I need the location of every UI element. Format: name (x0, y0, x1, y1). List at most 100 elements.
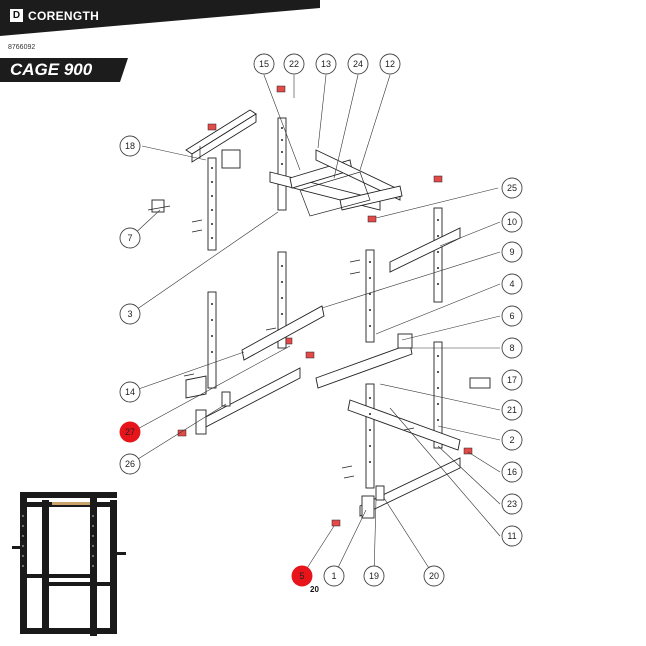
callout-17: 17 (501, 369, 523, 391)
callout-number: 6 (509, 311, 514, 321)
callout-26: 26 (119, 453, 141, 475)
callout-circle (323, 565, 345, 587)
callout-5: 5 (291, 565, 313, 587)
callout-number: 26 (125, 459, 135, 469)
reference-number: 8766092 (8, 44, 36, 51)
callout-12: 12 (379, 53, 401, 75)
callout-number: 17 (507, 375, 517, 385)
callout-circle (379, 53, 401, 75)
callout-circle (283, 53, 305, 75)
right-frame-part (315, 333, 491, 489)
callout-circle (501, 337, 523, 359)
callout-27: 27 (119, 421, 141, 443)
callout-circle (363, 565, 385, 587)
upright-holes (211, 167, 213, 239)
title-band (0, 58, 128, 82)
callout-circle (501, 461, 523, 483)
callout-circle (119, 453, 141, 475)
callout-number: 24 (353, 59, 363, 69)
part-20-quantity-label: 20 (310, 585, 319, 594)
callout-circle (501, 429, 523, 451)
callout-circle (501, 493, 523, 515)
callout-circle (119, 303, 141, 325)
callout-number: 10 (507, 217, 517, 227)
callout-19: 19 (363, 565, 385, 587)
callout-circle (315, 53, 337, 75)
callout-number: 11 (507, 531, 516, 541)
callout-number: 7 (127, 233, 132, 243)
pullup-bar-part (185, 109, 257, 169)
callout-18: 18 (119, 135, 141, 157)
callout-8: 8 (501, 337, 523, 359)
callout-number: 3 (127, 309, 132, 319)
j-hook-part (147, 199, 171, 213)
callout-number: 14 (125, 387, 135, 397)
callout-13: 13 (315, 53, 337, 75)
callout-number: 18 (125, 141, 135, 151)
callout-number: 1 (331, 571, 336, 581)
callout-7: 7 (119, 227, 141, 249)
callout-circle (119, 381, 141, 403)
callout-number: 15 (259, 59, 269, 69)
callout-number: 2 (509, 435, 514, 445)
callout-circle (501, 273, 523, 295)
brand-logo-mark: D (10, 9, 23, 22)
callout-number: 19 (369, 571, 379, 581)
callout-25: 25 (501, 177, 523, 199)
callout-circle (119, 421, 141, 443)
callout-circle (501, 525, 523, 547)
header-band (0, 0, 320, 36)
callout-number: 22 (289, 59, 299, 69)
bottom-base-part (331, 457, 461, 527)
callout-9: 9 (501, 241, 523, 263)
callout-circle (119, 227, 141, 249)
callout-14: 14 (119, 381, 141, 403)
callout-number: 8 (509, 343, 514, 353)
callout-2: 2 (501, 429, 523, 451)
top-frame-part (269, 85, 443, 223)
callout-4: 4 (501, 273, 523, 295)
callout-16: 16 (501, 461, 523, 483)
callouts: 15 22 13 24 12 18 25 7 10 9 4 3 6 8 17 14 21 27 2 26 16 23 11 5… (119, 53, 523, 587)
callout-circle (501, 241, 523, 263)
product-photo (12, 492, 126, 636)
callout-circle (291, 565, 313, 587)
callout-1: 1 (323, 565, 345, 587)
callout-20: 20 (423, 565, 445, 587)
callout-circle (501, 305, 523, 327)
callout-24: 24 (347, 53, 369, 75)
callout-number: 23 (507, 499, 517, 509)
callout-number: 12 (385, 59, 395, 69)
callout-number: 20 (429, 571, 439, 581)
callout-circle (501, 369, 523, 391)
callout-15: 15 (253, 53, 275, 75)
callout-22: 22 (283, 53, 305, 75)
middle-upright-part (365, 249, 375, 343)
callout-number: 5 (299, 571, 304, 581)
callout-number: 9 (509, 247, 514, 257)
callout-number: 13 (321, 59, 331, 69)
callout-circle (501, 211, 523, 233)
callout-11: 11 (501, 525, 523, 547)
callout-number: 16 (507, 467, 517, 477)
left-frame-part (185, 251, 325, 399)
callout-circle (347, 53, 369, 75)
brand-name: CORENGTH (28, 9, 100, 23)
callout-10: 10 (501, 211, 523, 233)
callout-3: 3 (119, 303, 141, 325)
callout-circle (253, 53, 275, 75)
callout-circle (501, 399, 523, 421)
right-upright-part (389, 207, 461, 303)
callout-number: 21 (507, 405, 517, 415)
product-title: CAGE 900 (10, 60, 93, 79)
callout-6: 6 (501, 305, 523, 327)
callout-circle (501, 177, 523, 199)
callout-number: 27 (125, 427, 135, 437)
callout-23: 23 (501, 493, 523, 515)
upright-post (207, 157, 217, 251)
callout-number: 25 (507, 183, 517, 193)
callout-number: 4 (509, 279, 514, 289)
leader-lines (129, 74, 501, 577)
callout-circle (119, 135, 141, 157)
